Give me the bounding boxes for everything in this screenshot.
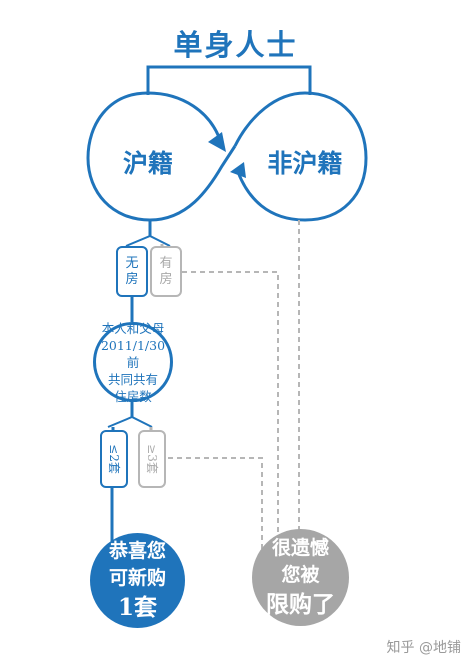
check-line-3: 共同共有: [107, 371, 158, 387]
result-restricted-line-1: 很遗憾: [271, 536, 329, 559]
right-loop-arrowhead: [230, 162, 246, 178]
result-eligible-line-2: 可新购: [108, 566, 166, 589]
check-line-2: 2011/1/30前: [100, 337, 166, 370]
dashed-from-ge3: [168, 457, 263, 560]
left-loop-label: 沪籍: [122, 149, 173, 178]
right-loop: [233, 91, 368, 222]
right-loop-label: 非沪籍: [267, 149, 343, 178]
tag-no-house: 无房: [116, 246, 148, 297]
result-eligible-line-3: 1套: [117, 593, 157, 621]
check-line-1: 本人和父母: [101, 320, 165, 336]
tag-has-house-label: 有房: [159, 255, 173, 287]
tag-le-2: ≤2套: [100, 430, 128, 488]
diagram-title: 单身人士: [173, 28, 298, 62]
dashed-from-has-house: [182, 271, 279, 560]
watermark-text: 知乎 @地铺: [386, 640, 461, 656]
result-eligible-circle: 恭喜您 可新购 1套: [90, 533, 185, 628]
left-loop: [86, 91, 237, 222]
result-restricted-line-2: 您被: [281, 563, 320, 586]
check-line-4: 住房数: [114, 388, 152, 404]
tag-ge-3-label: ≥3套: [144, 444, 159, 474]
tag-has-house: 有房: [150, 246, 182, 297]
tag-ge-3: ≥3套: [138, 430, 166, 488]
property-count-circle: 本人和父母 2011/1/30前 共同共有 住房数: [93, 320, 173, 404]
tag-le-2-label: ≤2套: [106, 444, 121, 474]
title-connector: [146, 65, 312, 95]
result-eligible-line-1: 恭喜您: [108, 539, 166, 562]
result-restricted-circle: 很遗憾 您被 限购了: [252, 529, 349, 626]
tag-no-house-label: 无房: [125, 255, 139, 287]
result-restricted-line-3: 限购了: [266, 590, 335, 618]
left-loop-arrowhead: [208, 132, 226, 152]
